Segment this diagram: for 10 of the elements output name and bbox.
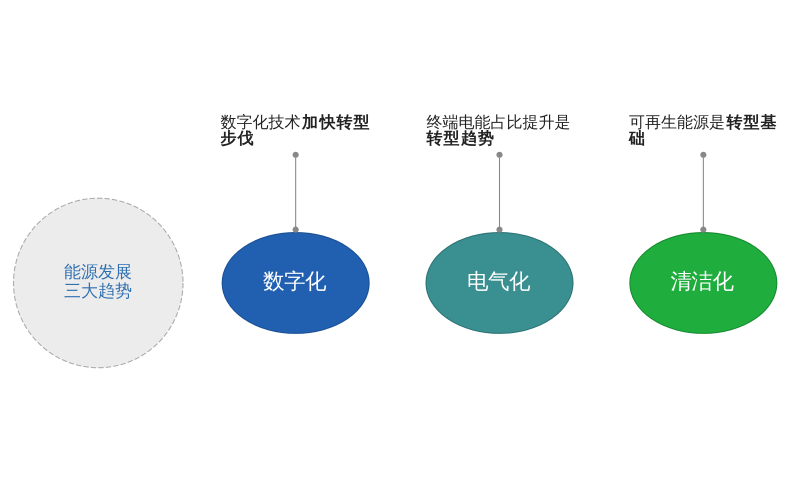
node-ellipse: 电气化	[425, 232, 574, 334]
connector	[496, 152, 503, 233]
node-ellipse: 清洁化	[629, 232, 778, 334]
node-ellipse: 数字化	[222, 232, 370, 334]
connector	[292, 152, 299, 233]
node-text: 可再生能源是转型基础	[628, 112, 777, 148]
node-text: 数字化技术加快转型步伐	[220, 112, 370, 148]
node-text: 终端电能占比提升是转型趋势	[426, 112, 571, 148]
node-circle: 能源发展三大趋势	[12, 198, 184, 368]
connector	[700, 152, 706, 233]
